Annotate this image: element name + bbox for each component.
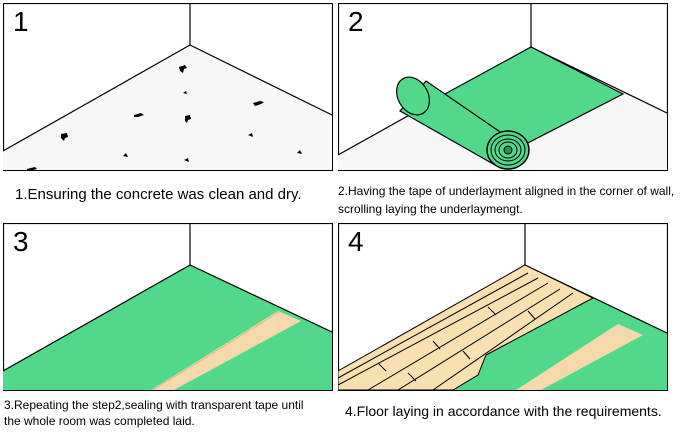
step-1-caption: 1.Ensuring the concrete was clean and dr…: [15, 186, 302, 203]
step-4-illustration: [338, 223, 668, 391]
step-2-caption-line-1: 2.Having the tape of underlayment aligne…: [338, 184, 675, 198]
debris-mark: [27, 65, 302, 171]
step-1-panel: 1: [3, 3, 333, 171]
underlayment-roll: [396, 76, 530, 170]
step-2-caption-line-2: scrolling laying the underlaymengt.: [338, 202, 523, 216]
step-number: 1: [13, 6, 29, 37]
step-3-caption: 3.Repeating the step2,sealing with trans…: [4, 397, 304, 429]
wood-planks: [338, 264, 595, 391]
step-3-panel: 3: [3, 223, 333, 391]
step-number: 2: [348, 6, 364, 37]
step-3-caption-line-1: 3.Repeating the step2,sealing with trans…: [4, 398, 304, 412]
step-1-illustration: [3, 3, 333, 171]
step-2-panel: 2: [338, 3, 668, 171]
step-2-caption: 2.Having the tape of underlayment aligne…: [338, 182, 674, 218]
step-2-illustration: [338, 3, 668, 171]
step-4-caption: 4.Floor laying in accordance with the re…: [345, 403, 662, 419]
step-number: 3: [13, 226, 29, 257]
step-number: 4: [348, 226, 364, 257]
step-3-caption-line-2: the whole room was completed laid.: [4, 414, 195, 428]
step-3-illustration: [3, 223, 333, 391]
step-4-panel: 4: [338, 223, 668, 391]
